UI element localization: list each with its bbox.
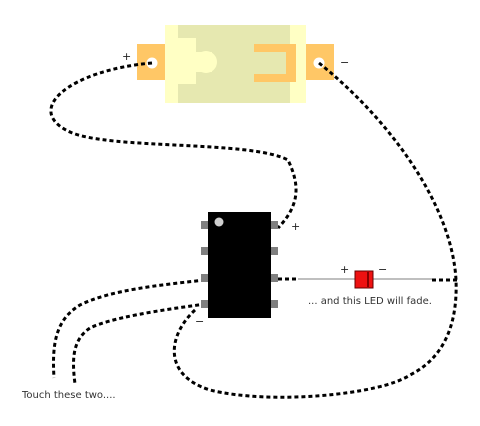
chip-body <box>208 212 271 318</box>
battery-contact-button <box>195 51 217 73</box>
wire-battery-minus-to-led <box>318 61 458 377</box>
led-body <box>354 270 374 289</box>
chip-pin-right-3 <box>270 274 278 282</box>
wire-bottom-loop <box>172 308 411 399</box>
chip-pin-right-4 <box>270 300 278 308</box>
battery-contact-left <box>178 38 212 84</box>
chip-plus-sign: + <box>291 220 300 233</box>
chip-pin-left-3 <box>201 274 209 282</box>
touch-caption: Touch these two.... <box>21 390 116 401</box>
led-cathode-band <box>367 272 369 287</box>
led-minus-sign: − <box>378 263 387 276</box>
wires <box>49 61 458 399</box>
chip-pin-left-4 <box>201 300 209 308</box>
led-caption: ... and this LED will fade. <box>308 296 432 307</box>
led <box>298 270 432 289</box>
wire-touch-lead-2 <box>72 302 207 385</box>
battery-minus-sign: − <box>340 56 349 69</box>
battery-contact-spring <box>254 44 296 82</box>
ic-chip <box>201 212 278 318</box>
battery-plus-sign: + <box>122 50 131 63</box>
led-plus-sign: + <box>340 263 349 276</box>
chip-pin-left-2 <box>201 247 209 255</box>
chip-pin-right-2 <box>270 247 278 255</box>
chip-pin-right-1 <box>270 221 278 229</box>
wire-touch-lead-1 <box>52 278 206 379</box>
chip-pin1-marker <box>214 217 224 227</box>
chip-pin-left-1 <box>201 221 209 229</box>
battery-holder <box>137 25 334 103</box>
wire-battery-plus-to-chip <box>49 61 298 230</box>
chip-minus-sign: − <box>195 315 204 328</box>
